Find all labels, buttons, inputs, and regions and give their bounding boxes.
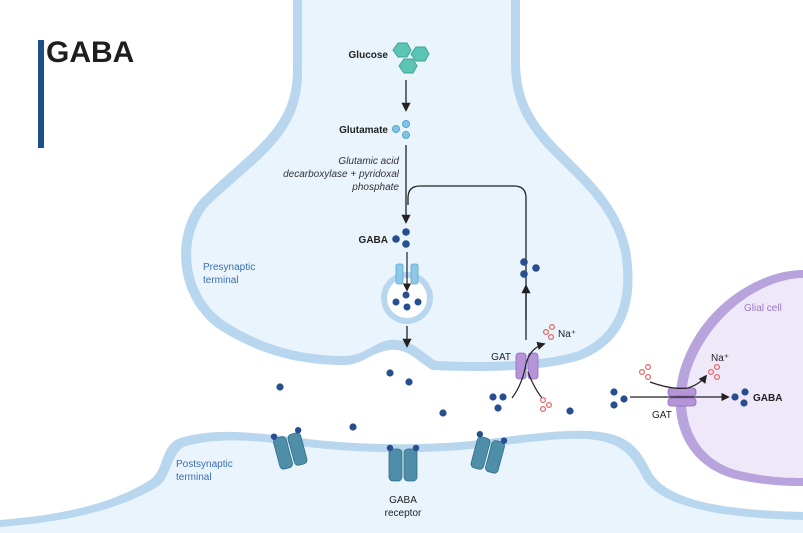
gaba-receptor [470,431,508,474]
sodium-ions-glial-in [707,363,721,381]
page-title: GABA [46,36,135,69]
synaptic-vesicle [381,252,433,324]
enzyme-label-line2: decarboxylase + pyridoxal [283,169,400,180]
gaba-molecules-glial [731,388,749,407]
presynaptic-cytoplasm [191,0,624,363]
gat-neuron-label: GAT [491,352,511,363]
gat-transporter-glial [667,387,697,407]
glial-cell-label: Glial cell [744,303,782,314]
presynaptic-label-line1: Presynaptic [203,262,255,273]
gaba-molecules-presynaptic [392,228,410,248]
na-uptake-path [527,371,543,399]
postsynaptic-cytoplasm [0,438,803,533]
receptor-label-line1: GABA [389,495,417,506]
sodium-ions-neuron-in [542,323,556,341]
vesicle-transporter [395,263,404,285]
postsynaptic-terminal [0,430,803,533]
postsynaptic-label-line1: Postsynaptic [176,459,233,470]
glial-cytoplasm [686,278,803,478]
glutamate-label: Glutamate [339,125,388,136]
glucose-molecules [392,42,430,74]
gaba-presynaptic-label: GABA [359,235,388,246]
gaba-molecules-near-glial-gat [610,388,628,409]
glucose-label: Glucose [349,50,389,61]
gaba-molecules-cleft [276,369,574,431]
gaba-receptor [386,444,420,482]
presynaptic-label-line2: terminal [203,275,239,286]
gat-glial-label: GAT [652,410,672,421]
glutamate-molecules [391,120,410,139]
sodium-ions-neuron-out [539,396,553,413]
presynaptic-terminal [181,0,633,371]
vesicle-transporter [410,263,419,285]
gaba-receptor [270,427,308,470]
gaba-molecules-recycled [520,258,540,278]
sodium-ions-glial-out [638,363,652,381]
glial-cell [675,270,803,486]
na-neuron-label: Na⁺ [558,329,576,340]
glucose-hexagon [410,46,430,62]
receptor-label-line2: receptor [385,508,422,519]
na-exit-arrow [525,341,546,365]
arrow-na-into-glia [649,374,708,389]
glucose-hexagon [392,42,412,58]
gaba-uptake-path [511,363,527,399]
enzyme-label-line1: Glutamic acid [338,156,399,167]
enzyme-label-line3: phosphate [351,182,399,193]
gaba-molecules-near-neuron-gat [489,393,507,412]
recycle-path [407,185,527,340]
glucose-hexagon [398,58,418,74]
gaba-glial-label: GABA [753,393,782,404]
na-glial-label: Na⁺ [711,353,729,364]
postsynaptic-label-line2: terminal [176,472,212,483]
title-accent-bar [38,40,44,148]
